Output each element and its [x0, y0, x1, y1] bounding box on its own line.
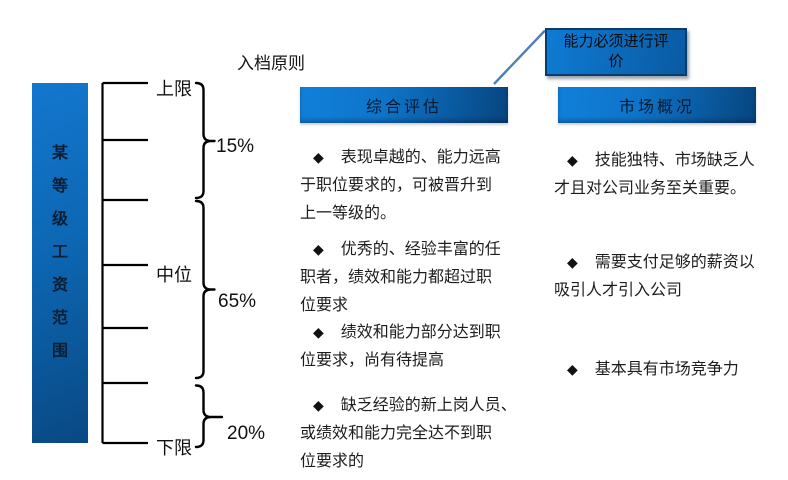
salary-bar-char: 资 [51, 276, 68, 294]
brace-65-percent [194, 199, 216, 380]
diamond-bullet-icon: ◆ [313, 397, 324, 413]
bullet-text: 绩效和能力部分达到职 位要求，尚有待提高 [300, 324, 501, 369]
salary-bar-char: 工 [51, 243, 68, 261]
page-title: 入档原则 [237, 54, 305, 73]
panel-header-comprehensive-evaluation: 综合评估 [300, 87, 508, 123]
diamond-bullet-icon: ◆ [567, 254, 578, 270]
label-lower-limit: 下限 [156, 438, 192, 458]
diamond-bullet-icon: ◆ [313, 241, 324, 257]
panel-header-label: 综合评估 [365, 99, 442, 116]
percent-65-label: 65% [218, 291, 257, 312]
salary-bar-char: 围 [51, 342, 68, 360]
diamond-bullet-icon: ◆ [313, 324, 324, 340]
panel-header-label: 市场概况 [618, 99, 695, 116]
bullet-item: ◆表现卓越的、能力远高 于职位要求的，可被晋升到 上一等级的。 [300, 143, 526, 228]
bullet-item: ◆优秀的、经验丰富的任 职者，绩效和能力都超过职 位要求 [300, 235, 526, 320]
diamond-bullet-icon: ◆ [567, 361, 578, 377]
label-median: 中位 [156, 265, 192, 285]
salary-bar-char: 等 [51, 177, 68, 195]
brace-20-percent [194, 384, 224, 449]
callout-text: 能力必须进行评价 [563, 33, 669, 70]
callout-connector-line [493, 29, 546, 85]
diamond-bullet-icon: ◆ [313, 149, 324, 165]
bullet-text: 表现卓越的、能力远高 于职位要求的，可被晋升到 上一等级的。 [300, 149, 501, 222]
bullet-item: ◆ 基本具有市场竞争力 [554, 355, 774, 384]
salary-range-bar: 某 等 级 工 资 范 围 [32, 83, 88, 443]
bullet-text: 技能独特、市场缺乏人 才且对公司业务至关重要。 [554, 152, 755, 197]
bullet-item: ◆技能独特、市场缺乏人 才且对公司业务至关重要。 [554, 146, 774, 203]
bullet-text: 优秀的、经验丰富的任 职者，绩效和能力都超过职 位要求 [300, 241, 501, 314]
bullet-text: 缺乏经验的新上岗人员、 或绩效和能力完全达不到职 位要求的 [300, 397, 517, 470]
panel-header-market-overview: 市场概况 [558, 87, 756, 123]
percent-20-label: 20% [227, 423, 266, 444]
bullet-text: 基本具有市场竞争力 [594, 361, 739, 378]
bullet-text: 需要支付足够的薪资以 吸引人才引入公司 [554, 254, 755, 299]
percent-15-label: 15% [216, 136, 255, 157]
bullet-item: ◆需要支付足够的薪资以 吸引人才引入公司 [554, 248, 774, 305]
salary-bar-char: 级 [51, 210, 68, 228]
bullet-item: ◆绩效和能力部分达到职 位要求，尚有待提高 [300, 318, 526, 375]
salary-bar-char: 某 [51, 144, 68, 162]
brace-15-percent [194, 81, 216, 200]
diamond-bullet-icon: ◆ [567, 152, 578, 168]
bullet-item: ◆缺乏经验的新上岗人员、 或绩效和能力完全达不到职 位要求的 [300, 391, 526, 476]
label-upper-limit: 上限 [156, 79, 192, 99]
callout-capability-evaluation: 能力必须进行评价 [545, 28, 687, 76]
salary-bar-char: 范 [51, 309, 68, 327]
grade-ladder [101, 81, 148, 445]
